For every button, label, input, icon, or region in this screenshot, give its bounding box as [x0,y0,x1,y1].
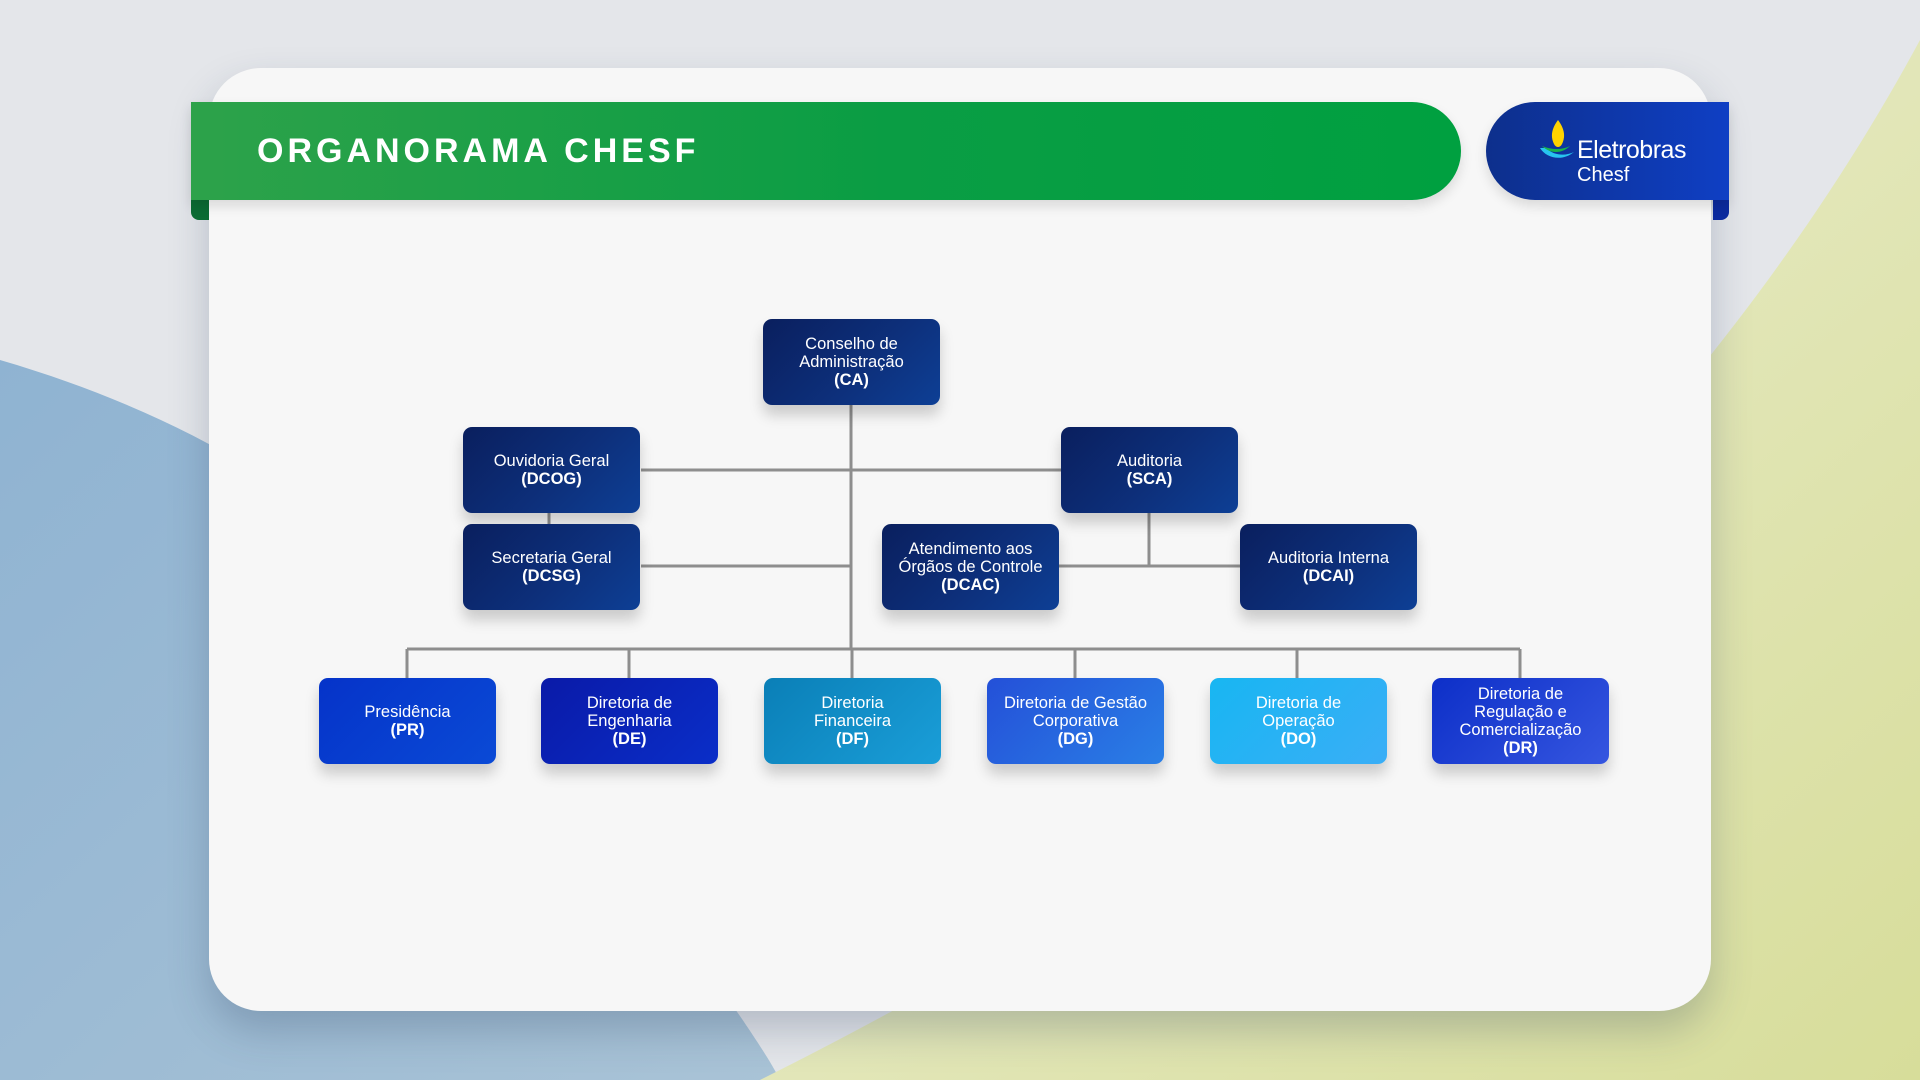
node-diretoria-financeira[interactable]: Diretoria Financeira (DF) [764,678,941,764]
node-label-line: Diretoria de Gestão [1003,694,1148,712]
node-label-line: Corporativa [1032,712,1119,730]
node-abbreviation: (SCA) [1126,470,1173,488]
logo-name: Eletrobras [1577,136,1686,164]
node-diretoria-engenharia[interactable]: Diretoria de Engenharia (DE) [541,678,718,764]
node-diretoria-regulacao-comercializacao[interactable]: Diretoria de Regulação e Comercialização… [1432,678,1609,764]
node-abbreviation: (DR) [1503,739,1538,757]
node-ouvidoria-geral[interactable]: Ouvidoria Geral (DCOG) [463,427,640,513]
node-label-line: Comercialização [1459,721,1582,739]
node-abbreviation: (DCOG) [521,470,582,488]
node-auditoria-interna[interactable]: Auditoria Interna (DCAI) [1240,524,1417,610]
node-label-line: Regulação e [1474,703,1567,721]
node-label-line: Engenharia [587,712,672,730]
title-banner-fold [191,200,209,220]
node-label-line: Administração [799,353,904,371]
node-abbreviation: (DE) [612,730,647,748]
node-abbreviation: (CA) [834,371,869,389]
node-abbreviation: (DCAI) [1302,567,1355,585]
node-abbreviation: (DCAC) [941,576,1000,594]
node-label-line: Operação [1262,712,1335,730]
node-label-line: Atendimento aos [908,540,1033,558]
node-conselho-administracao[interactable]: Conselho de Administração (CA) [763,319,940,405]
node-secretaria-geral[interactable]: Secretaria Geral (DCSG) [463,524,640,610]
node-abbreviation: (DO) [1280,730,1317,748]
node-label-line: Diretoria de [1477,685,1564,703]
page-title: ORGANORAMA CHESF [257,131,700,170]
node-abbreviation: (DCSG) [522,567,581,585]
logo-banner-fold [1713,200,1729,220]
node-label-line: Auditoria [1116,452,1183,470]
node-label-line: Secretaria Geral [491,549,612,567]
node-abbreviation: (DG) [1057,730,1094,748]
node-label-line: Auditoria Interna [1267,549,1390,567]
logo-subtitle: Chesf [1577,164,1630,186]
node-abbreviation: (DF) [836,730,869,748]
node-diretoria-gestao-corporativa[interactable]: Diretoria de Gestão Corporativa (DG) [987,678,1164,764]
node-presidencia[interactable]: Presidência (PR) [319,678,496,764]
node-label-line: Diretoria de [586,694,673,712]
node-label-line: Diretoria de [1255,694,1342,712]
logo-banner: Eletrobras Chesf [1486,102,1729,200]
node-label-line: Órgãos de Controle [898,558,1043,576]
title-banner: ORGANORAMA CHESF [191,102,1461,200]
node-label-line: Financeira [813,712,892,730]
node-label-line: Ouvidoria Geral [493,452,610,470]
node-label-line: Diretoria [821,694,884,712]
node-label-line: Presidência [364,703,451,721]
node-abbreviation: (PR) [390,721,425,739]
node-label-line: Conselho de [805,335,898,353]
node-diretoria-operacao[interactable]: Diretoria de Operação (DO) [1210,678,1387,764]
node-atendimento-orgaos-controle[interactable]: Atendimento aos Órgãos de Controle (DCAC… [882,524,1059,610]
node-auditoria[interactable]: Auditoria (SCA) [1061,427,1238,513]
eletrobras-logo-icon [1540,120,1574,158]
